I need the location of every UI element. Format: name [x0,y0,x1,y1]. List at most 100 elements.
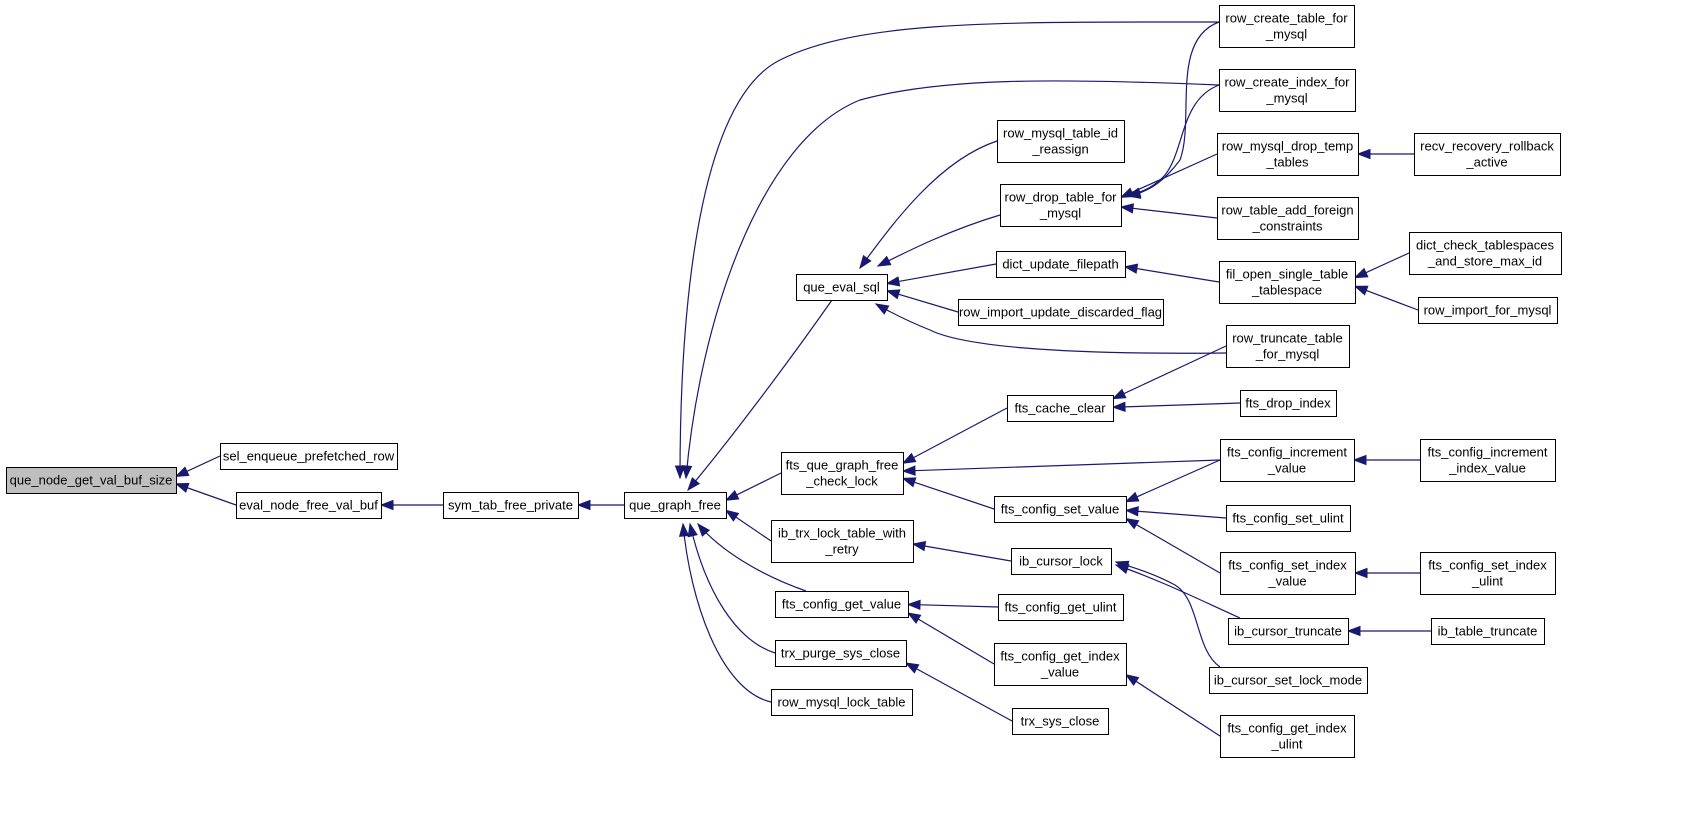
edge-trx-sys-close-to-trx-purge [904,662,1013,722]
node-que-eval[interactable]: que_eval_sql [796,274,888,301]
edge-ib-trx-lock-to-que-graph [724,509,772,542]
edge-row-create-index-to-row-drop-table [1126,84,1220,198]
node-box [1217,197,1359,240]
node-label: row_mysql_lock_table [778,695,906,710]
node-box [1219,261,1356,304]
node-label: fts_config_set_index [1428,558,1547,573]
node-box [1420,552,1556,595]
arrowhead [724,489,740,501]
node-root[interactable]: que_node_get_val_buf_size [6,467,177,494]
node-fts-cfg-inc-idx-val[interactable]: fts_config_increment_index_value [1420,439,1556,482]
node-fts-cfg-inc-val[interactable]: fts_config_increment_value [1220,439,1355,482]
node-row-truncate[interactable]: row_truncate_table_for_mysql [1226,325,1350,368]
edge-line [905,662,1013,722]
node-label: dict_check_tablespaces [1416,238,1555,253]
node-label: _value [1267,461,1306,476]
node-dict-check-ts[interactable]: dict_check_tablespaces_and_store_max_id [1409,232,1562,275]
node-que-graph[interactable]: que_graph_free [624,492,727,519]
node-trx-purge[interactable]: trx_purge_sys_close [775,640,907,667]
edge-line [1125,459,1221,503]
edge-line [875,303,1227,354]
edge-fil-open-to-dict-update [1123,263,1220,283]
edge-row-create-index-to-que-graph [681,80,1220,480]
edge-line [907,603,999,608]
node-box [775,591,909,618]
node-label: fts_config_get_ulint [1004,600,1116,615]
node-label: fts_config_increment [1227,445,1347,460]
node-sym-tab[interactable]: sym_tab_free_private [443,492,579,519]
node-label: _value [1267,574,1306,589]
arrowhead [174,483,190,493]
node-ib-cursor-set-lock[interactable]: ib_cursor_set_lock_mode [1209,667,1368,694]
node-sel-enq[interactable]: sel_enqueue_prefetched_row [220,443,398,470]
node-ib-cursor-lock[interactable]: ib_cursor_lock [1011,548,1112,575]
node-box [1217,133,1359,176]
node-fil-open[interactable]: fil_open_single_table_tablespace [1219,261,1356,304]
edge-row-table-add-fk-to-row-drop-table [1119,203,1218,219]
node-label: ib_trx_lock_table_with [778,526,906,541]
node-fts-cfg-get-idx-val[interactable]: fts_config_get_index_value [994,643,1127,686]
node-trx-sys-close[interactable]: trx_sys_close [1012,708,1109,735]
node-row-import-upd[interactable]: row_import_update_discarded_flag [958,299,1164,326]
edge-row-mysql-lock-to-que-graph [678,522,772,703]
node-label: row_mysql_drop_temp [1222,139,1354,154]
node-box [997,120,1125,163]
node-fts-que-graph[interactable]: fts_que_graph_free_check_lock [781,452,904,495]
edge-row-import-upd-to-que-eval [885,289,959,313]
node-fts-cfg-get-ulint[interactable]: fts_config_get_ulint [998,594,1124,621]
node-label: _tablespace [1251,283,1322,298]
node-label: trx_sys_close [1021,714,1100,729]
node-label: fts_drop_index [1245,396,1331,411]
arrowhead [674,465,686,480]
node-box [624,492,727,519]
node-label: sym_tab_free_private [448,498,573,513]
edge-ib-table-truncate-to-ib-cursor-truncate [1346,625,1431,637]
node-eval-free[interactable]: eval_node_free_val_buf [236,492,382,519]
arrowhead [379,499,394,511]
edge-line [1127,21,1220,197]
node-box [781,452,904,495]
edge-fts-cfg-set-ulint-to-fts-cfg-set-val [1124,506,1227,519]
node-recv-recovery[interactable]: recv_recovery_rollback_active [1414,133,1561,176]
edge-ib-cursor-lock-to-ib-trx-lock [911,540,1012,562]
node-box [1226,325,1350,368]
node-label: row_import_for_mysql [1424,303,1552,318]
edge-line [687,299,833,491]
node-label: ib_cursor_lock [1019,554,1103,569]
arrowhead [678,522,690,537]
node-label: fts_config_get_index [1000,649,1120,664]
node-row-mysql-table-id[interactable]: row_mysql_table_id_reassign [997,120,1125,163]
node-fts-cfg-set-idx-val[interactable]: fts_config_set_index_value [1220,552,1356,595]
node-label: _mysql [1265,91,1307,106]
node-box [443,492,579,519]
node-fts-cache-clear[interactable]: fts_cache_clear [1007,395,1114,422]
node-ib-cursor-truncate[interactable]: ib_cursor_truncate [1228,618,1349,645]
node-row-drop-table[interactable]: row_drop_table_for_mysql [1000,184,1122,227]
node-fts-cfg-set-idx-ulint[interactable]: fts_config_set_index_ulint [1420,552,1556,595]
node-label: _retry [824,542,859,557]
node-fts-cfg-get-idx-ulint[interactable]: fts_config_get_index_ulint [1220,715,1355,758]
arrowhead [697,522,711,537]
node-fts-drop-index[interactable]: fts_drop_index [1240,390,1337,417]
node-row-mysql-drop-temp[interactable]: row_mysql_drop_temp_tables [1217,133,1359,176]
node-box [998,594,1124,621]
node-row-create-table[interactable]: row_create_table_for_mysql [1219,5,1355,48]
arrowhead [174,466,190,477]
arrowhead [687,477,701,492]
node-row-mysql-lock[interactable]: row_mysql_lock_table [771,689,913,716]
node-box [1007,395,1114,422]
node-row-table-add-fk[interactable]: row_table_add_foreign_constraints [1217,197,1359,240]
node-box [994,496,1127,523]
node-fts-cfg-set-val[interactable]: fts_config_set_value [994,496,1127,523]
node-row-import-mysql[interactable]: row_import_for_mysql [1418,297,1558,324]
node-fts-cfg-set-ulint[interactable]: fts_config_set_ulint [1226,505,1351,532]
edge-row-import-mysql-to-fil-open [1353,285,1419,311]
node-dict-update[interactable]: dict_update_filepath [996,251,1126,278]
node-ib-table-truncate[interactable]: ib_table_truncate [1431,618,1545,645]
node-box [1000,184,1122,227]
node-box [1228,618,1349,645]
node-label: ib_table_truncate [1438,624,1538,639]
node-fts-cfg-get-val[interactable]: fts_config_get_value [775,591,909,618]
node-ib-trx-lock[interactable]: ib_trx_lock_table_with_retry [771,520,914,563]
node-row-create-index[interactable]: row_create_index_for_mysql [1219,69,1356,112]
